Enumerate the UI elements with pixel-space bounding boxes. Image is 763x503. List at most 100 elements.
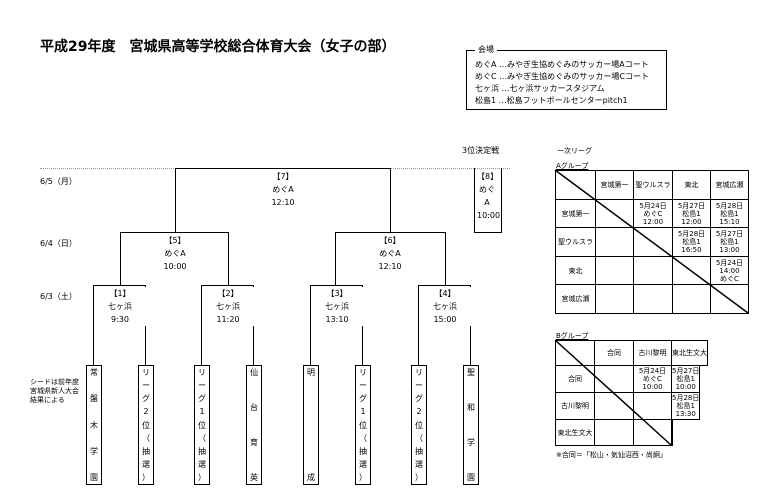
team-name-char: （ (415, 433, 423, 443)
bracket-line (445, 232, 446, 285)
team-box: 仙台育英 (246, 365, 262, 485)
match-cell (633, 227, 673, 257)
cell-text: 5月28日 松島1 16:50 (677, 230, 706, 254)
cell-text: 東北生文大 (557, 428, 593, 437)
team-name-char: 選 (359, 459, 367, 469)
match-number: 【3】 (326, 289, 348, 298)
cell-text: 5月24日 14:00 めぐC (715, 258, 744, 283)
team-name-char: 位 (415, 420, 423, 430)
cell-text: 宮城広瀬 (715, 181, 744, 189)
team-name-char: リ (359, 368, 367, 377)
match-cell: 5月28日 松島1 15:10 (710, 199, 749, 228)
team-name-char: ） (359, 473, 367, 482)
team-name-char: リ (142, 368, 150, 377)
cell-text: 東北生文大 (672, 349, 707, 357)
venue-line: めぐA …みやぎ生協めぐみのサッカー場Aコート (475, 60, 649, 69)
team-name-char: グ (359, 394, 367, 404)
match-venue: 七ヶ浜 (108, 302, 132, 311)
team-name-char: 和 (467, 403, 475, 412)
team-name-char: 2 (143, 407, 149, 417)
match-cell (595, 284, 634, 314)
row-header: 宮城広瀬 (555, 284, 596, 314)
team-name-char: 園 (90, 473, 98, 482)
cell-text: 5月28日 松島1 13:30 (672, 394, 700, 418)
bracket-line (93, 285, 94, 365)
match-cell: 5月28日 松島1 13:30 (671, 392, 701, 420)
match-number: 【1】 (109, 289, 131, 298)
team-name-char: 盤 (90, 394, 98, 404)
bracket-line (335, 232, 445, 233)
venue-line: 松島1 …松島フットボールセンターpitch1 (475, 96, 628, 105)
column-header: 東北 (672, 170, 711, 200)
match-cell (672, 284, 711, 314)
team-name-char: 選 (415, 459, 423, 469)
team-name-char: 抽 (142, 446, 150, 456)
team-name-char: 1 (199, 407, 205, 417)
match-number: 【5】 (164, 236, 186, 245)
cell-text: 東北 (684, 181, 699, 189)
team-name-char: 位 (359, 420, 367, 430)
match-number: 【2】 (217, 289, 239, 298)
cell-text: 5月24日 めぐC 12:00 (639, 201, 667, 226)
column-header: 宮城広瀬 (710, 170, 749, 200)
cell-text: 5月27日 松島1 10:00 (672, 367, 700, 391)
bracket-line (335, 232, 336, 285)
team-name-char: 位 (198, 420, 206, 430)
bracket-line (120, 232, 121, 285)
match-1: 【1】七ヶ浜 9:30 (94, 287, 146, 326)
match-venue: 七ヶ浜 (325, 302, 349, 311)
match-cell: 5月28日 松島1 16:50 (672, 227, 711, 257)
match-time: 10:00 (163, 262, 187, 271)
team-name-char: 仙 (250, 368, 258, 377)
bracket-line (93, 285, 145, 286)
bracket-line (228, 232, 229, 285)
team-name-char: ） (415, 473, 423, 482)
match-cell (594, 392, 634, 420)
column-header: 古川黎明 (633, 340, 672, 366)
team-name-char: 英 (250, 473, 258, 482)
team-name-char: 成 (307, 473, 315, 482)
day-label: 6/5（月） (40, 177, 77, 186)
venue-legend-label: 会場 (475, 44, 497, 55)
match-cell (594, 365, 634, 393)
cell-text: 聖ウルスラ (635, 181, 671, 189)
match-venue: めぐA (379, 249, 401, 258)
column-header: 聖ウルスラ (633, 170, 673, 200)
team-name-char: リ (198, 368, 206, 377)
match-number: 【6】 (379, 236, 401, 245)
cell-text: 宮城第一 (561, 209, 590, 218)
cell-text: 5月24日 めぐC 10:00 (638, 367, 667, 391)
bracket-line (201, 285, 253, 286)
row-header: 聖ウルスラ (555, 227, 596, 257)
team-name-char: 木 (90, 420, 98, 430)
team-name-char: 学 (467, 438, 475, 447)
match-time: 12:10 (271, 198, 295, 207)
team-name-char: 抽 (359, 446, 367, 456)
match-time: 9:30 (111, 315, 129, 324)
team-name-char: ー (198, 381, 206, 391)
match-venue: めぐA (479, 185, 495, 207)
match-venue: 七ヶ浜 (216, 302, 240, 311)
team-name-char: ） (198, 473, 206, 482)
team-name-char: 学 (90, 446, 98, 456)
team-box: 聖和学園 (463, 365, 479, 485)
match-cell (633, 256, 673, 285)
match-cell (595, 227, 634, 257)
corner-cell (555, 340, 595, 366)
match-number: 【8】 (477, 172, 499, 181)
venue-line: めぐC …みやぎ生協めぐみのサッカー場Cコート (475, 72, 649, 81)
column-header: 宮城第一 (595, 170, 634, 200)
team-name-char: 抽 (415, 446, 423, 456)
team-name-char: 台 (250, 403, 258, 412)
team-name-char: 育 (250, 438, 258, 447)
page-title: 平成29年度 宮城県高等学校総合体育大会（女子の部） (40, 39, 396, 55)
row-header: 東北 (555, 256, 596, 285)
match-cell (672, 256, 711, 285)
venue-legend: 会場 めぐA …みやぎ生協めぐみのサッカー場Aコート めぐC …みやぎ生協めぐみ… (466, 44, 667, 110)
